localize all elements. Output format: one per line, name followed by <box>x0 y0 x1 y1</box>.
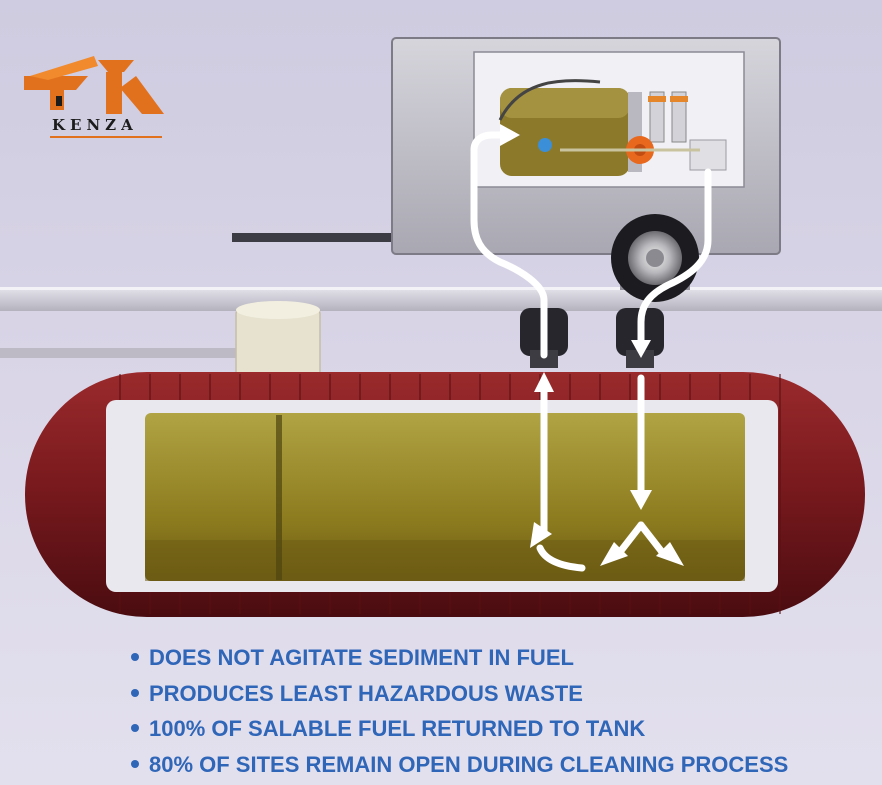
ground-slab <box>0 287 882 311</box>
benefit-item: DOES NOT AGITATE SEDIMENT IN FUEL <box>125 640 788 676</box>
bullet-dot-icon <box>131 759 139 768</box>
benefit-text: DOES NOT AGITATE SEDIMENT IN FUEL <box>149 645 574 670</box>
tank-riser <box>235 301 321 381</box>
bullet-dot-icon <box>131 688 139 697</box>
benefit-text: PRODUCES LEAST HAZARDOUS WASTE <box>149 680 583 706</box>
benefit-item: 80% OF SITES REMAIN OPEN DURING CLEANING… <box>125 747 788 783</box>
storage-tank <box>25 372 865 617</box>
flow-arrows <box>470 131 712 572</box>
bullet-dot-icon <box>131 724 139 732</box>
kenza-logo <box>24 50 174 140</box>
benefits-list: DOES NOT AGITATE SEDIMENT IN FUEL PRODUC… <box>125 640 788 782</box>
benefit-text: 100% OF SALABLE FUEL RETURNED TO TANK <box>149 716 646 741</box>
valve-icon <box>538 138 552 152</box>
house-k-logo-icon <box>24 56 164 114</box>
benefit-item: 100% OF SALABLE FUEL RETURNED TO TANK <box>125 711 788 747</box>
arrow-heads <box>500 124 684 566</box>
benefit-text: 80% OF SITES REMAIN OPEN DURING CLEANING… <box>149 751 789 777</box>
benefit-item: PRODUCES LEAST HAZARDOUS WASTE <box>125 676 788 712</box>
logo-text: KENZA <box>52 116 138 134</box>
bullet-dot-icon <box>131 653 139 661</box>
side-pipe <box>0 348 240 358</box>
logo-underline <box>50 136 162 138</box>
